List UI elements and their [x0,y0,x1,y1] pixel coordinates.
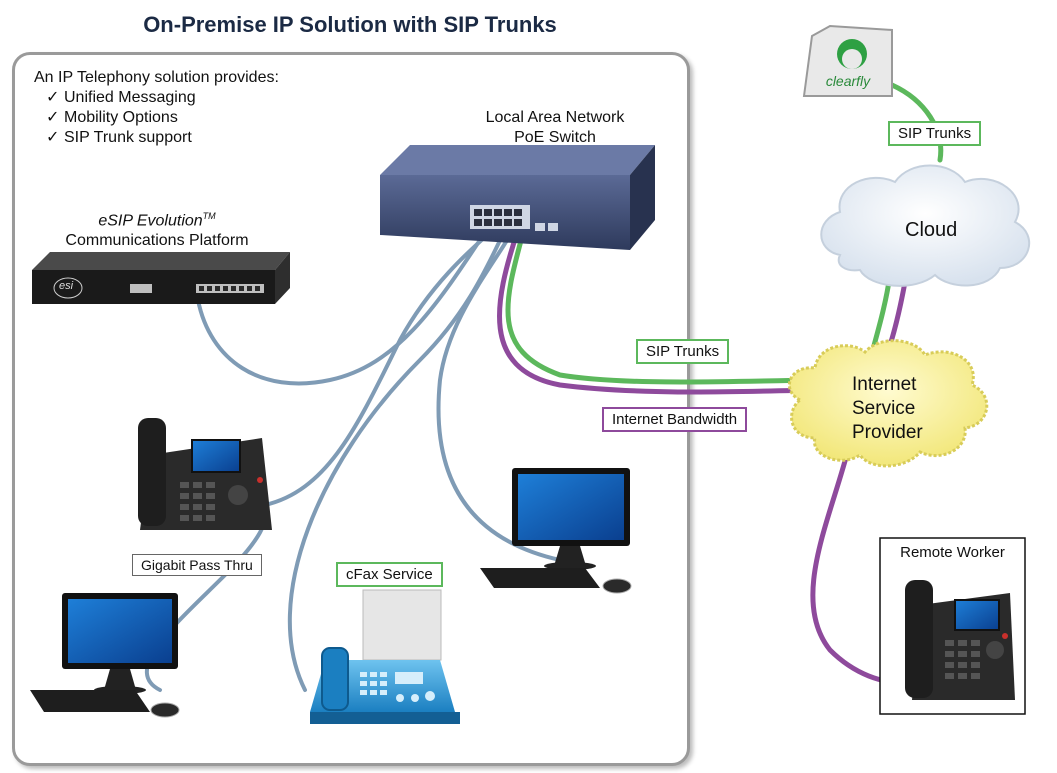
platform-label: eSIP EvolutionTM Communications Platform [65,211,249,250]
cfax-service-label: cFax Service [336,562,443,587]
cloud-shape [820,164,1031,287]
fax-machine-icon [310,589,460,724]
sip-line-lan [505,230,815,385]
sip-line-clearfly [889,82,944,163]
check-icon: ✓ [46,129,60,146]
isp-label: Internet Service Provider [852,374,923,443]
desk-phone-icon [138,418,272,530]
intro-heading: An IP Telephony solution provides: [34,69,279,86]
cable-platform [196,226,490,386]
intro-item: ✓Unified Messaging [46,89,196,106]
esi-logo-text: esi [59,280,74,292]
intro-item: ✓Mobility Options [46,109,178,126]
clearfly-logo: clearfly [802,24,893,97]
sip-trunks-lan-label: SIP Trunks [636,339,730,364]
clearfly-logo-text: clearfly [826,73,871,89]
internet-bandwidth-label: Internet Bandwidth [602,407,748,432]
cloud-label: Cloud [905,219,958,241]
check-icon: ✓ [46,109,60,126]
remote-worker-label: Remote Worker [900,544,1005,561]
diagram-title: On-Premise IP Solution with SIP Trunks [143,12,557,37]
intro-panel: An IP Telephony solution provides: ✓Unif… [34,68,279,148]
remote-phone-icon [905,580,1015,700]
gigabit-pass-thru-label: Gigabit Pass Thru [132,554,262,576]
poe-switch [380,145,655,250]
intro-item: ✓SIP Trunk support [46,129,192,146]
sip-trunks-cloud-label: SIP Trunks [888,121,982,146]
internet-line-lan [497,230,815,395]
check-icon: ✓ [46,89,60,106]
isp-cloud-shape [787,339,989,468]
computer-left-icon [30,593,180,718]
esi-platform [32,252,290,304]
switch-label: Local Area Network PoE Switch [485,109,625,146]
computer-right-icon [480,468,632,594]
cable-pc-right [436,230,562,562]
cable-desk-phone [263,226,497,507]
